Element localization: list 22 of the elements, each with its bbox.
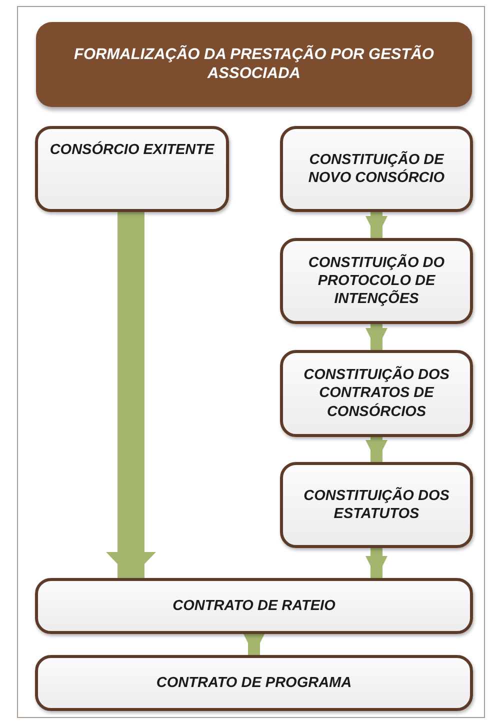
block-arrow [366, 212, 388, 238]
box-label: CONSTITUIÇÃO DOS CONTRATOS DE CONSÓRCIOS [302, 366, 450, 421]
process-box [35, 578, 473, 634]
process-box [280, 238, 473, 324]
process-box [280, 350, 473, 437]
process-box [35, 126, 229, 212]
block-arrow [366, 548, 388, 578]
block-arrow [366, 324, 388, 350]
box-label: CONSTITUIÇÃO DE NOVO CONSÓRCIO [307, 150, 446, 188]
title-banner [36, 22, 472, 107]
block-arrow [243, 633, 265, 655]
box-label: CONSTITUIÇÃO DO PROTOCOLO DE INTENÇÕES [307, 254, 446, 308]
process-box [280, 462, 473, 548]
box-label: CONSTITUIÇÃO DOS ESTATUTOS [302, 486, 450, 524]
process-box [35, 655, 473, 711]
block-arrow [366, 437, 388, 462]
process-box [280, 126, 473, 212]
box-label: CONTRATO DE RATEIO [172, 596, 336, 616]
title-text: FORMALIZAÇÃO DA PRESTAÇÃO POR GESTÃO ASSOCIADA [73, 46, 435, 84]
block-arrow [106, 212, 156, 578]
box-label: CONSÓRCIO EXITENTE [50, 141, 214, 160]
box-label: CONTRATO DE PROGRAMA [156, 674, 352, 692]
